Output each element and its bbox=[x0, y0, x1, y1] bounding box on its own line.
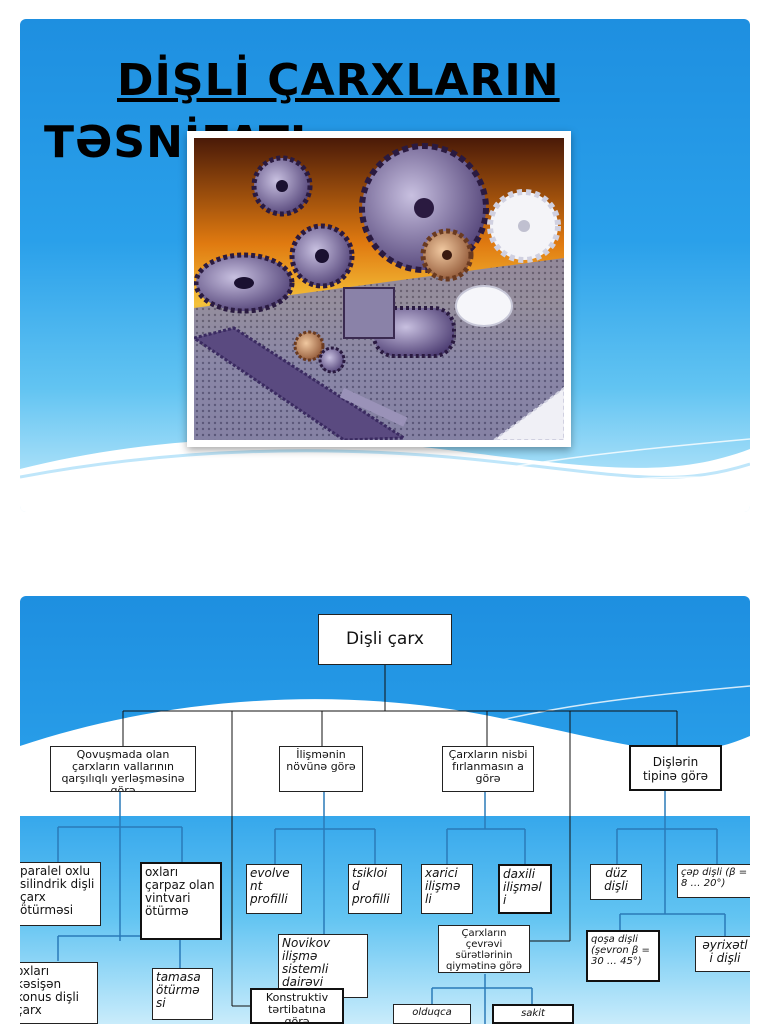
leaf-novikov: Novikov ilişmə sistemli dairəvi bbox=[278, 934, 368, 998]
rack-gear bbox=[194, 326, 409, 440]
leaf-quiet: sakit bbox=[492, 1004, 574, 1024]
leaf-constructive: Konstruktiv tərtibatına görə bbox=[250, 988, 344, 1024]
gears-image bbox=[194, 138, 564, 440]
leaf-peripheral-speed: Çarxların çevrəvi sürətlərinin qiymətinə… bbox=[438, 925, 530, 973]
category-tooth-type: Dişlərin tipinə görə bbox=[629, 745, 722, 791]
slide-title-line1: DİŞLİ ÇARXLARIN bbox=[117, 55, 560, 106]
category-shaft-position: Qovuşmada olan çarxların vallarının qarş… bbox=[50, 746, 196, 792]
bevel-gear bbox=[194, 252, 295, 314]
brass-gear bbox=[420, 228, 474, 282]
leaf-very: olduqca bbox=[393, 1004, 471, 1024]
small-gear-top bbox=[251, 155, 313, 217]
slide-title: DİŞLİ ÇARXLARIN TƏSNİFATI bbox=[20, 19, 750, 512]
wave-decoration bbox=[20, 438, 750, 512]
leaf-crossed-axis: oxları çarpaz olan vintvari ötürmə bbox=[140, 862, 222, 940]
wave-decoration-2 bbox=[20, 685, 750, 816]
leaf-curved-tooth: əyrixətl i dişli bbox=[695, 936, 750, 972]
leaf-straight-tooth: düz dişli bbox=[590, 864, 642, 900]
category-mesh-type: İlişmənin növünə görə bbox=[279, 746, 363, 792]
leaf-internal-mesh: daxili ilişməl i bbox=[498, 864, 552, 914]
small-pinions bbox=[293, 330, 408, 427]
leaf-intersecting-axis: oxları kəsişən konus dişli çarx bbox=[20, 962, 98, 1024]
leaf-external-mesh: xarici ilişmə li bbox=[421, 864, 473, 914]
white-rack bbox=[492, 386, 564, 440]
root-node: Dişli çarx bbox=[318, 614, 452, 665]
leaf-herringbone-tooth: qoşa dişli (şevron β = 30 … 45°) bbox=[586, 930, 660, 982]
white-gear bbox=[487, 189, 561, 263]
leaf-contact-transmission: tamasa ötürmə si bbox=[152, 968, 213, 1020]
leaf-involute: evolve nt profilli bbox=[246, 864, 302, 914]
leaf-helical-tooth: çəp dişli (β = 8 … 20°) bbox=[677, 864, 750, 898]
leaf-cycloid: tsikloi d profilli bbox=[348, 864, 402, 914]
white-bevel-gear bbox=[455, 285, 513, 327]
category-relative-rotation: Çarxların nisbi fırlanmasın a görə bbox=[442, 746, 534, 792]
connector-lines bbox=[57, 665, 726, 1024]
worm-gear bbox=[343, 287, 456, 358]
slide-classification-chart: Dişli çarx Qovuşmada olan çarxların vall… bbox=[20, 596, 750, 1024]
leaf-parallel-axis: paralel oxlu silindrik dişli çarx ötürmə… bbox=[20, 862, 101, 926]
helical-gear bbox=[289, 223, 355, 289]
gears-photo bbox=[187, 131, 571, 447]
